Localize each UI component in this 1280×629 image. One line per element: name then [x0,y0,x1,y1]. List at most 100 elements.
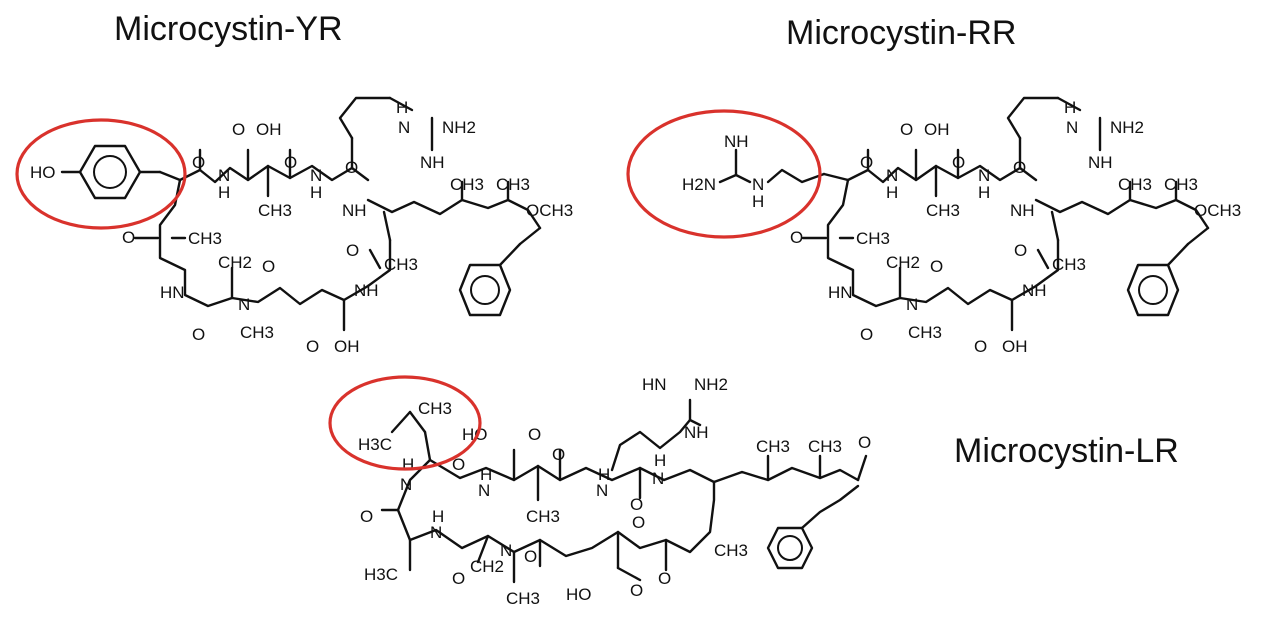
label-n: N [978,166,990,185]
label-o: O [360,507,373,526]
label-och3: OCH3 [526,201,573,220]
label-ch3: CH3 [384,255,418,274]
label-oh: OH [334,337,360,356]
label-n: N [652,469,664,488]
label-n: N [218,166,230,185]
label-n: N [906,295,918,314]
label-nh2: NH2 [442,118,476,137]
label-o: O [632,513,645,532]
label-ho: HO [30,163,56,182]
label-hn: HN [160,283,185,302]
label-h: H [1064,98,1076,117]
label-ch3: CH3 [258,201,292,220]
title-microcystin-lr: Microcystin-LR [954,432,1179,470]
label-ch3: CH3 [496,175,530,194]
label-o: O [974,337,987,356]
structure-microcystin-yr: HO O OH H N NH2 NH N [15,96,573,356]
label-h: H [598,465,610,484]
label-h: H [752,192,764,211]
label-o: O [930,257,943,276]
label-o: O [452,569,465,588]
label-ch3: CH3 [808,437,842,456]
label-ch3: CH3 [926,201,960,220]
highlight-tyrosine-side-chain [15,118,187,230]
structure-microcystin-rr: NH H2N N H O OH H N [626,96,1241,356]
label-o: O [630,495,643,514]
label-ch2: CH2 [886,253,920,272]
structure-microcystin-lr: CH3 H3C HN NH2 NH HO O O N [328,375,871,608]
label-ch3: CH3 [506,589,540,608]
label-ch3: CH3 [188,229,222,248]
highlight-arginine-side-chain [626,109,822,239]
label-o: O [952,153,965,172]
label-o: O [658,569,671,588]
label-o: O [452,455,465,474]
label-o: O [552,445,565,464]
label-n: N [886,166,898,185]
label-o: O [345,158,358,177]
label-oh: OH [1002,337,1028,356]
label-n: N [500,541,512,560]
label-ch3: CH3 [714,541,748,560]
label-nh: NH [354,281,379,300]
title-microcystin-yr: Microcystin-YR [114,10,343,48]
label-o: O [860,153,873,172]
leucine-side-chain: CH3 H3C [358,399,452,462]
label-o: O [790,228,803,247]
label-o: O [284,153,297,172]
label-ch3: CH3 [1118,175,1152,194]
label-och3: OCH3 [1194,201,1241,220]
label-h: H [218,183,230,202]
label-o: O [860,325,873,344]
label-nh2: NH2 [1110,118,1144,137]
label-oh: OH [256,120,282,139]
label-n: N [1066,118,1078,137]
label-o: O [346,241,359,260]
label-h: H [480,465,492,484]
label-ch3: CH3 [240,323,274,342]
label-o: O [858,433,871,452]
label-ch3: CH3 [450,175,484,194]
label-nh: NH [1088,153,1113,172]
label-hn: HN [642,375,667,394]
label-h: H [654,451,666,470]
label-o: O [528,425,541,444]
label-o: O [524,547,537,566]
label-h: H [310,183,322,202]
label-o: O [900,120,913,139]
label-n: N [310,166,322,185]
title-microcystin-rr: Microcystin-RR [786,14,1017,52]
label-nh: NH [724,132,749,151]
label-ch3: CH3 [908,323,942,342]
label-ho: HO [566,585,592,604]
label-n: N [596,481,608,500]
label-nh: NH [1010,201,1035,220]
label-h: H [432,507,444,526]
phenol-group: HO [30,144,182,200]
label-ch2: CH2 [218,253,252,272]
label-h: H [978,183,990,202]
label-nh: NH [1022,281,1047,300]
label-ch3: CH3 [1052,255,1086,274]
label-n: N [478,481,490,500]
label-o: O [630,581,643,600]
label-nh2: NH2 [694,375,728,394]
label-o: O [262,257,275,276]
label-h2n: H2N [682,175,716,194]
label-oh: OH [924,120,950,139]
label-h: H [886,183,898,202]
label-o: O [122,228,135,247]
label-nh: NH [342,201,367,220]
label-nh: NH [420,153,445,172]
label-ch3: CH3 [1164,175,1198,194]
label-hn: HN [828,283,853,302]
label-o: O [1013,158,1026,177]
arginine-side-chain: NH H2N N H [682,132,850,211]
label-h3c: H3C [358,435,392,454]
label-ch3: CH3 [526,507,560,526]
label-n: N [430,523,442,542]
label-ch3: CH3 [756,437,790,456]
label-ch3: CH3 [856,229,890,248]
label-n: N [398,118,410,137]
